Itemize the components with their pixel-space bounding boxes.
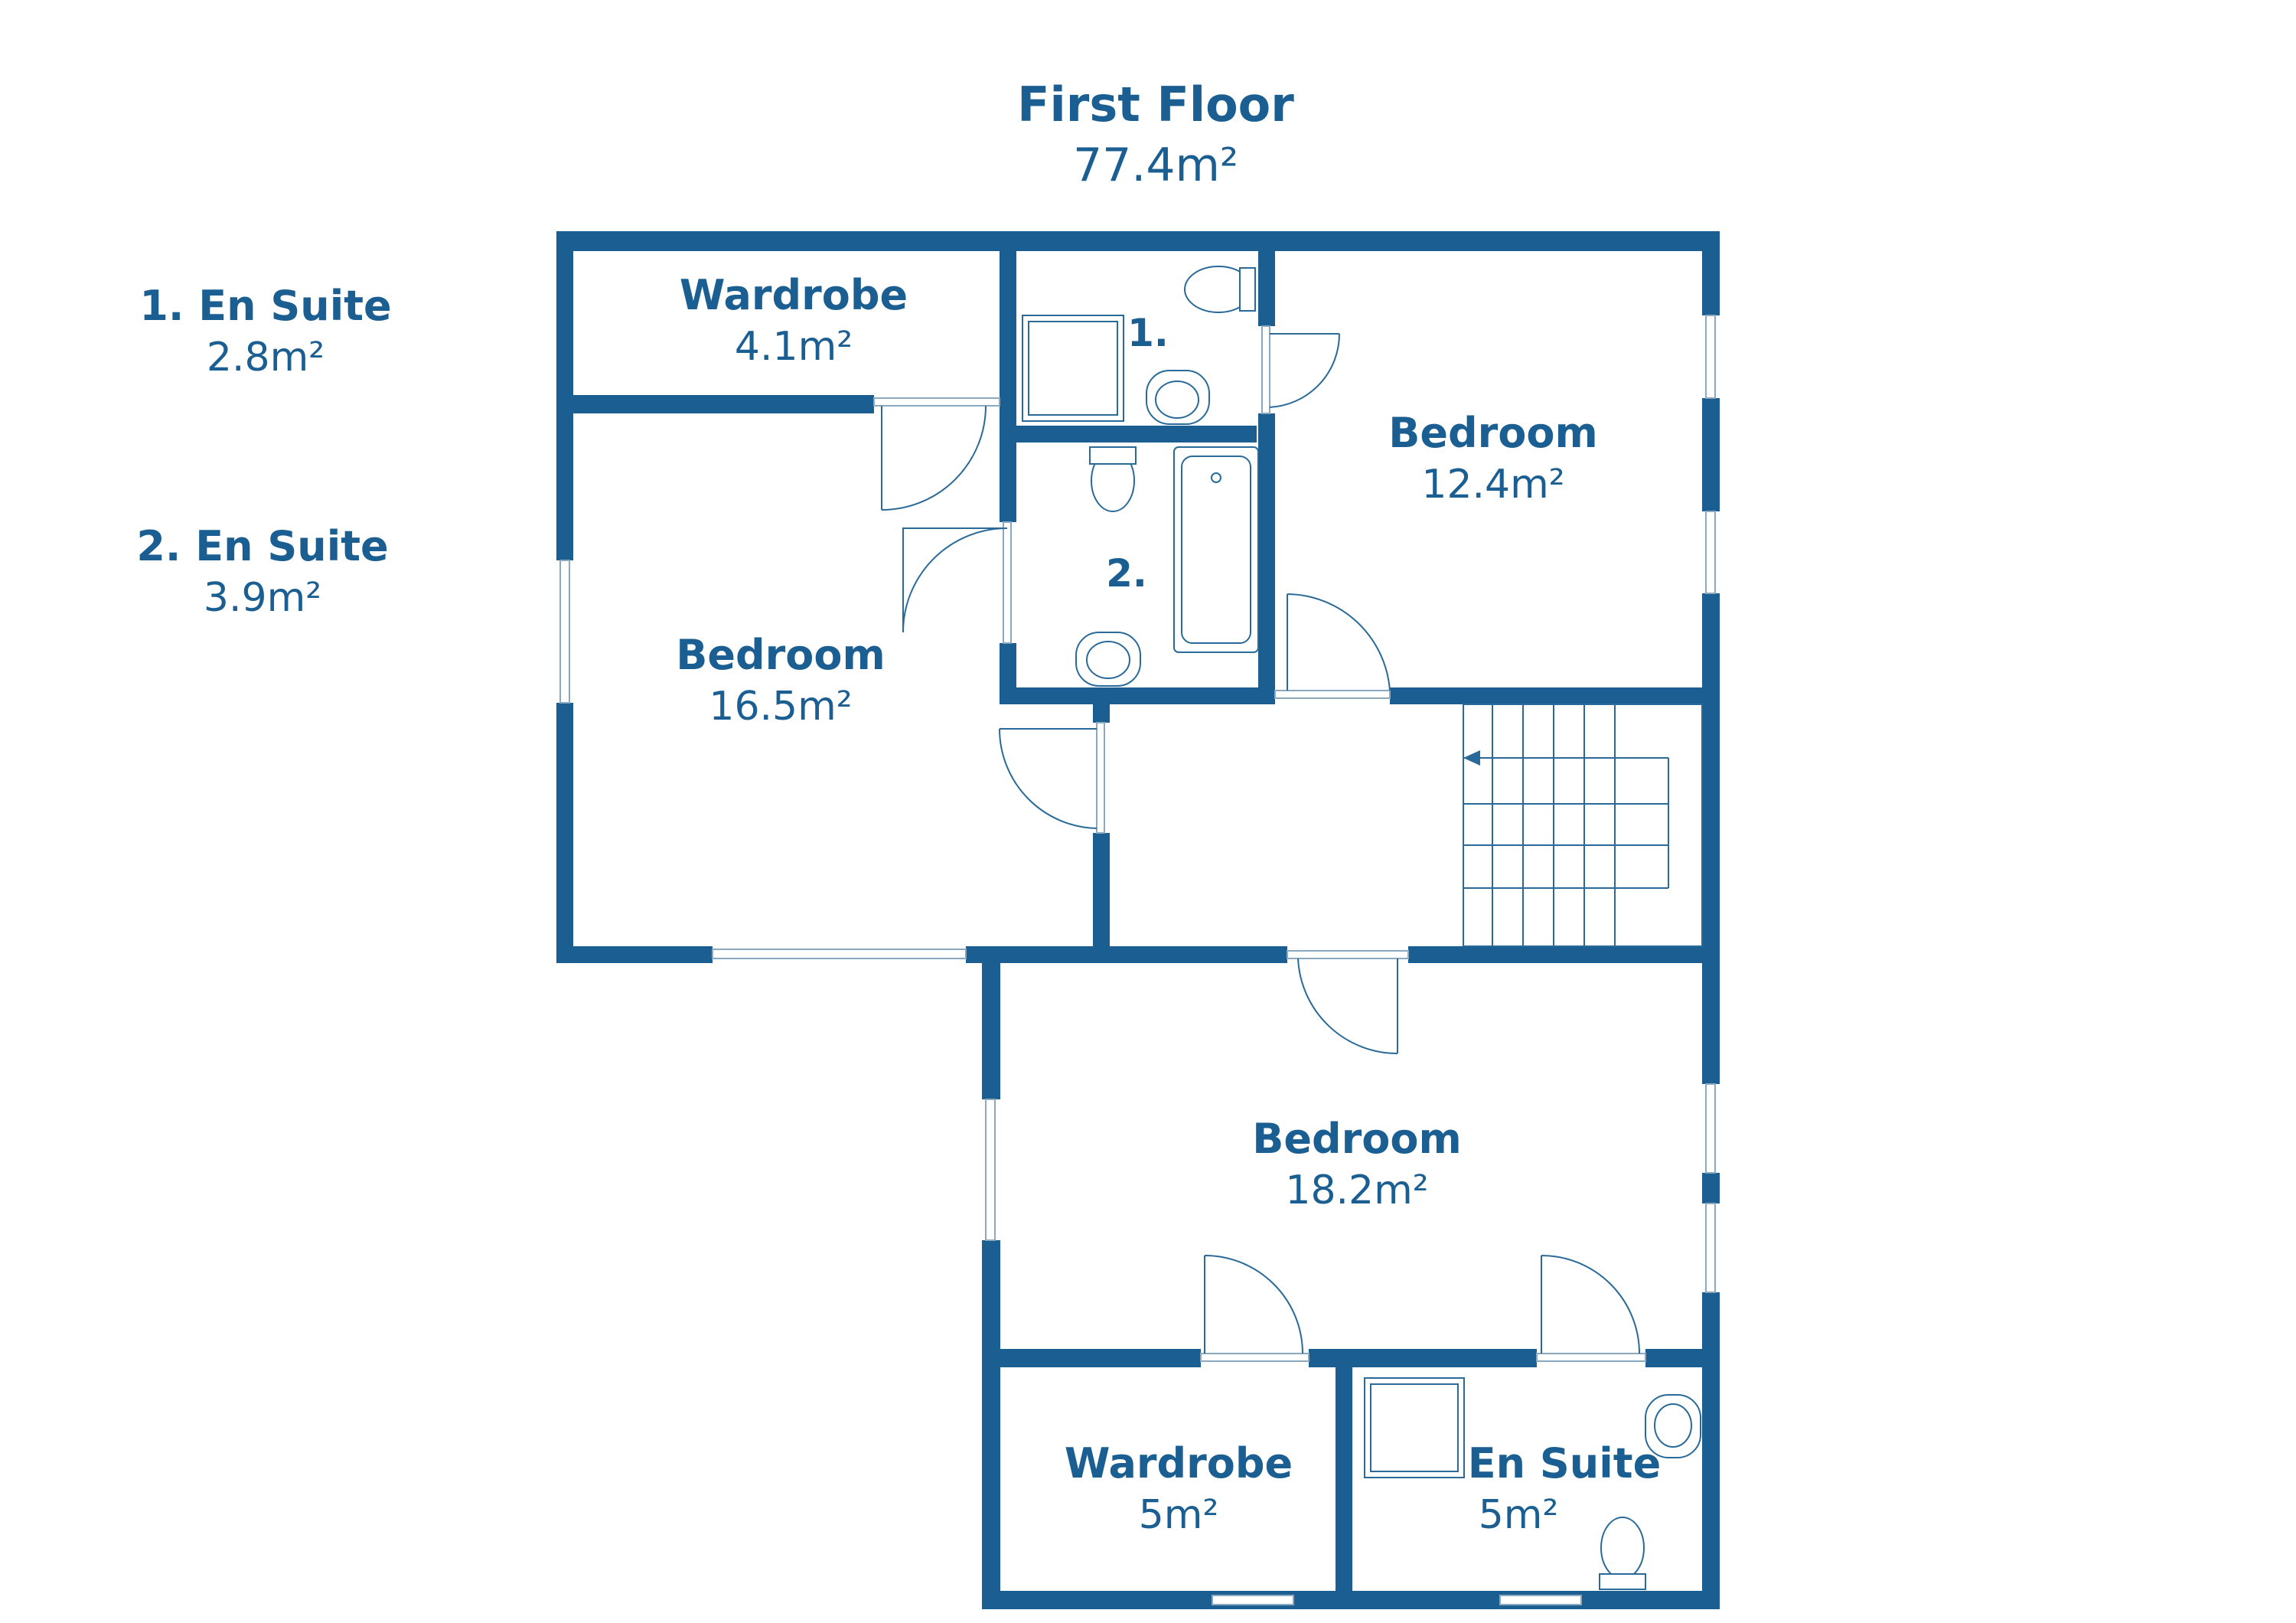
legend-item-2-area: 3.9m² bbox=[204, 575, 321, 621]
fixtures bbox=[1022, 266, 1701, 1590]
bedroom-left-area: 16.5m² bbox=[709, 684, 852, 730]
wardrobe-top-name: Wardrobe bbox=[680, 271, 908, 319]
legend-item-1-name: 1. En Suite bbox=[139, 282, 391, 330]
bathtub-icon bbox=[1173, 446, 1259, 653]
legend-item-2-name: 2. En Suite bbox=[136, 522, 388, 570]
walls bbox=[556, 231, 1720, 1609]
bedroom-right-area: 12.4m² bbox=[1421, 462, 1564, 508]
legend-item-1-area: 2.8m² bbox=[207, 335, 325, 380]
bedroom-bottom-area: 18.2m² bbox=[1285, 1167, 1428, 1213]
legend: 1. En Suite 2.8m² 2. En Suite 3.9m² bbox=[136, 282, 391, 621]
windows bbox=[559, 315, 1716, 1605]
wardrobe-bottom-area: 5m² bbox=[1139, 1492, 1219, 1538]
wardrobe-top-area: 4.1m² bbox=[735, 324, 853, 370]
toilet-icon bbox=[1600, 1517, 1645, 1579]
bedroom-bottom-name: Bedroom bbox=[1252, 1115, 1462, 1163]
room-labels: Wardrobe 4.1m² 1. 2. Bedroom 12.4m² Bedr… bbox=[676, 271, 1661, 1538]
stairs-icon bbox=[1463, 704, 1703, 947]
floor-total-area: 77.4m² bbox=[1073, 139, 1238, 192]
ensuite-2-marker: 2. bbox=[1106, 551, 1147, 596]
bedroom-left-name: Bedroom bbox=[676, 631, 885, 679]
shower-tray-icon bbox=[1022, 315, 1124, 422]
ensuite-bottom-name: En Suite bbox=[1468, 1439, 1661, 1487]
bedroom-right-name: Bedroom bbox=[1388, 409, 1598, 457]
wardrobe-bottom-name: Wardrobe bbox=[1065, 1439, 1293, 1487]
ensuite-1-marker: 1. bbox=[1127, 311, 1169, 355]
shower-tray-icon bbox=[1364, 1377, 1465, 1478]
floor-title: First Floor bbox=[1017, 77, 1294, 132]
ensuite-bottom-area: 5m² bbox=[1479, 1492, 1559, 1538]
doors bbox=[873, 325, 1646, 1362]
